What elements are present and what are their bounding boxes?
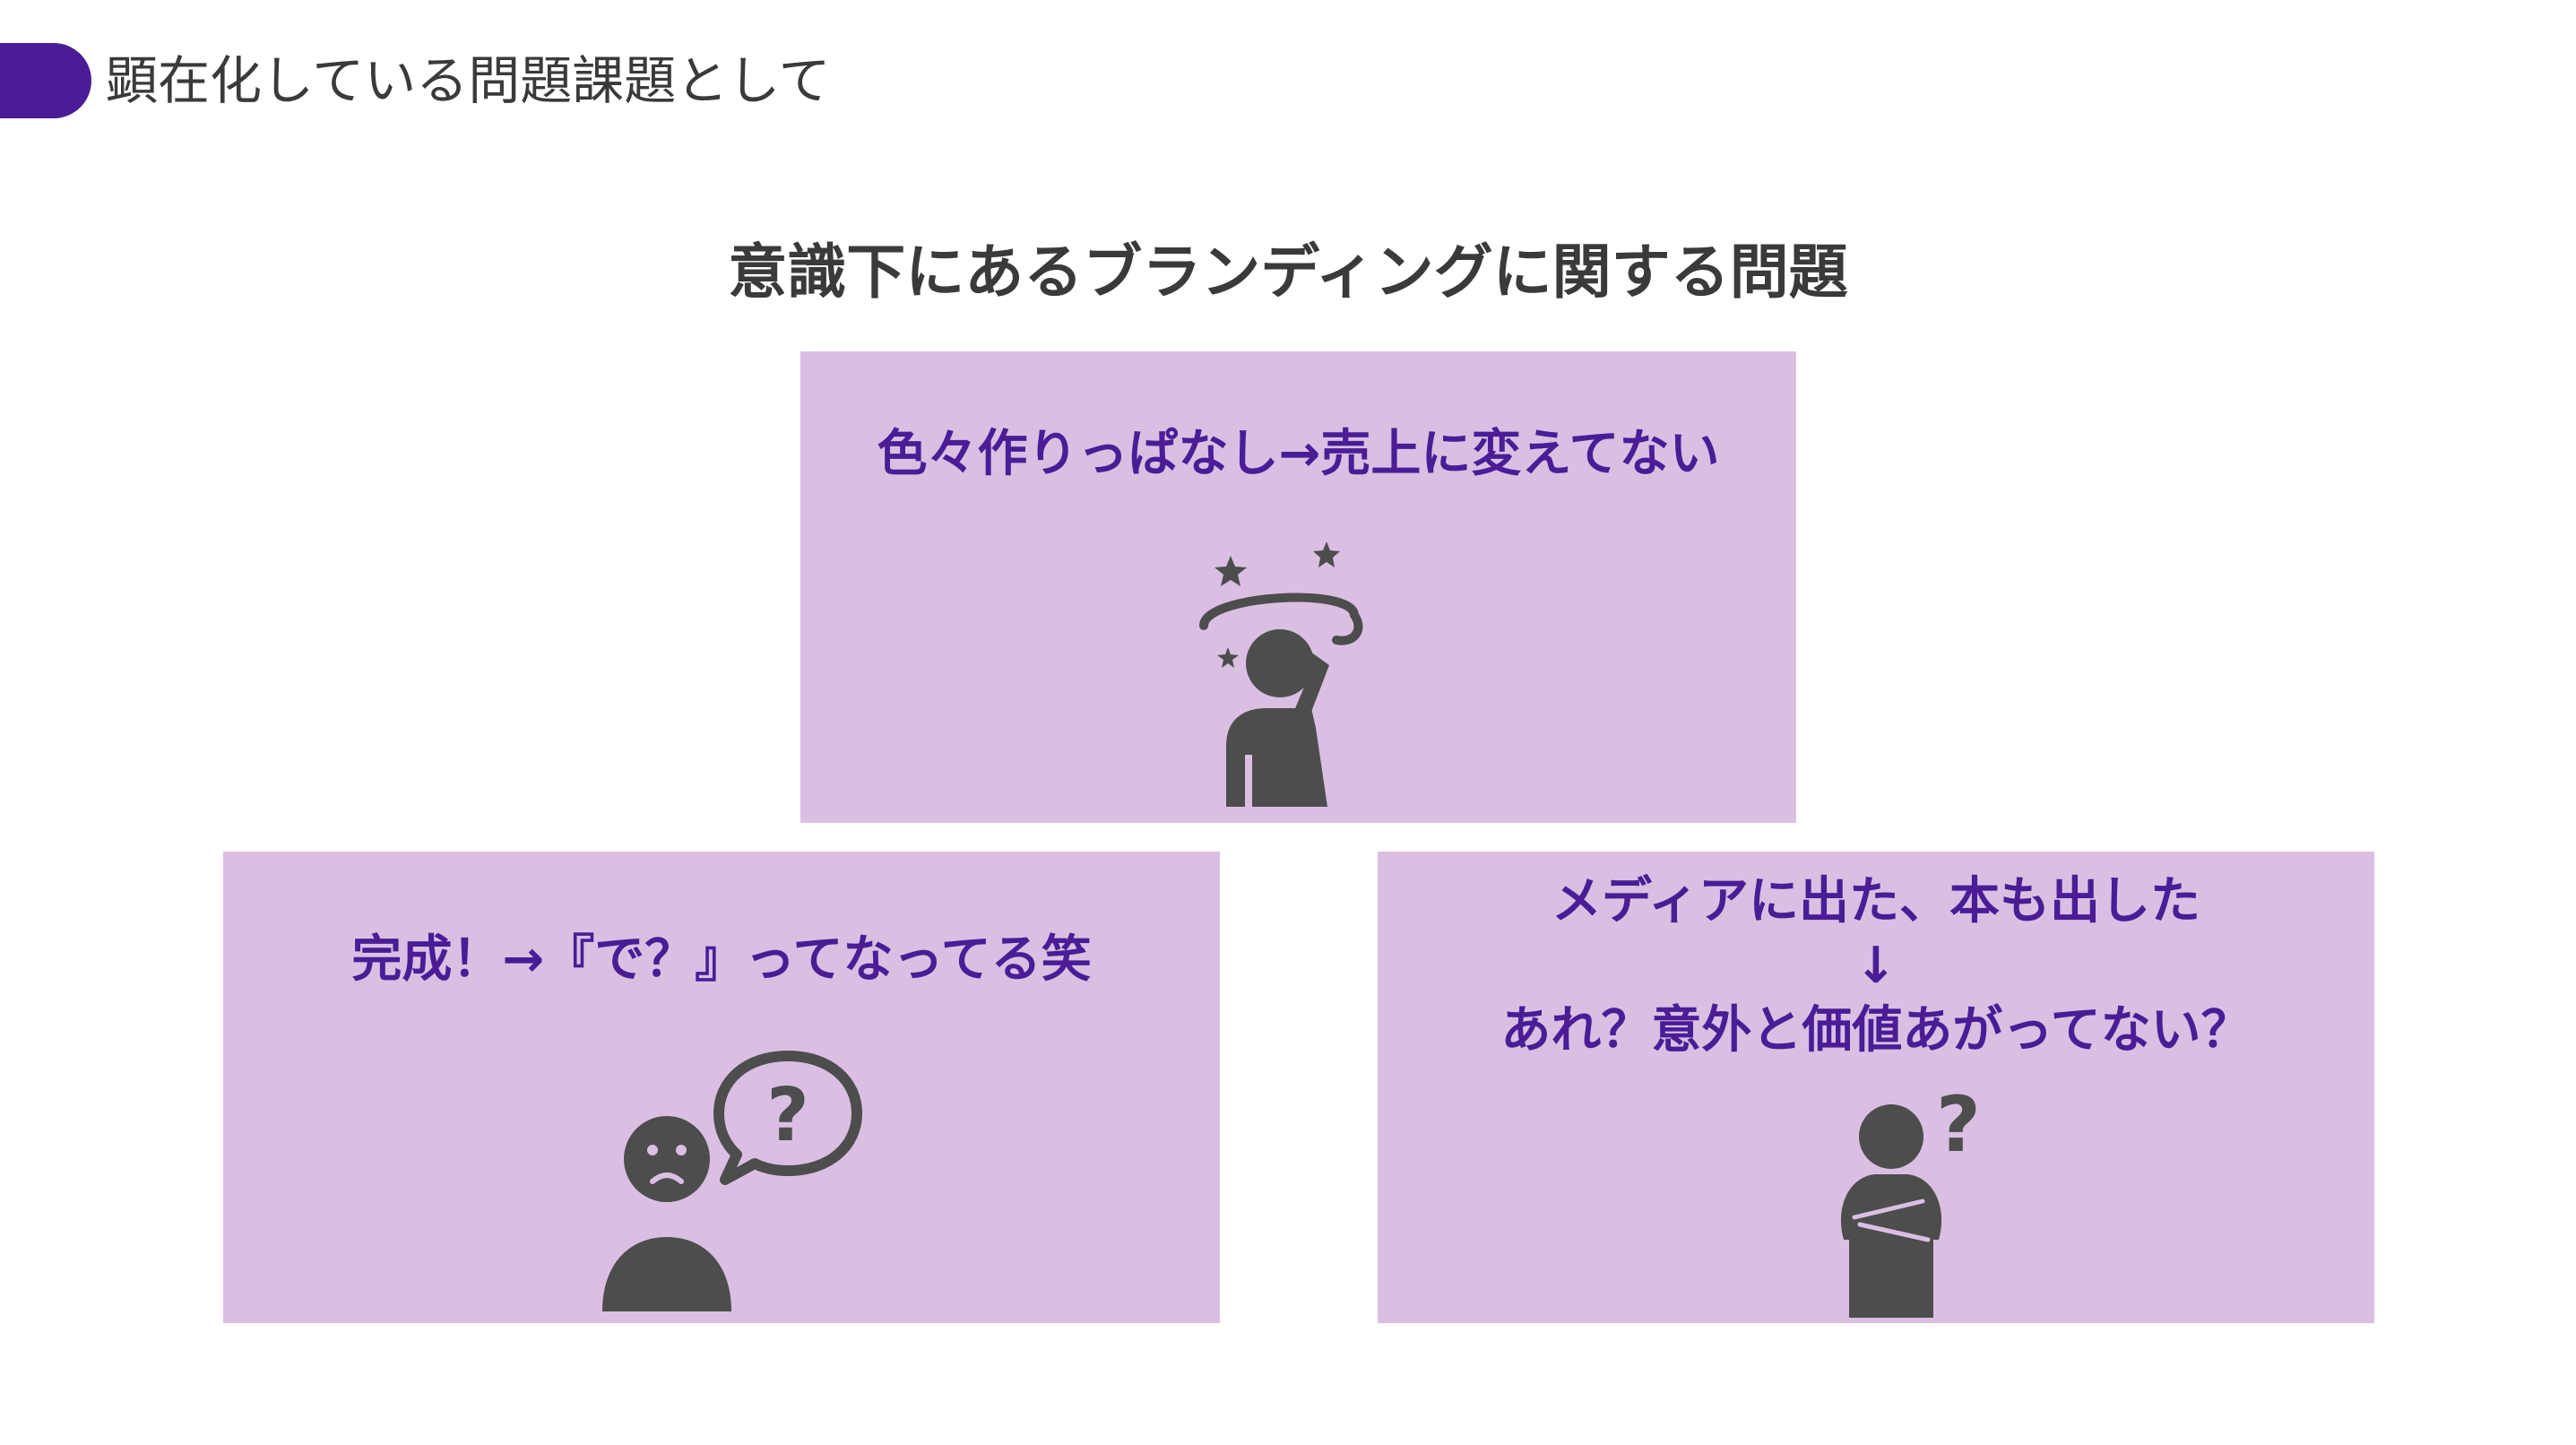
problem-card-right: メディアに出た、本も出した ↓ あれ？意外と価値あがってない？ ? (1378, 852, 2374, 1323)
problem-card-line: メディアに出た、本も出した (1551, 872, 2201, 930)
problem-card-text: 完成！→『で？』ってなってる笑 (223, 929, 1220, 991)
problem-card-line: あれ？意外と価値あがってない？ (1500, 1001, 2252, 1060)
svg-text:?: ? (766, 1073, 809, 1158)
star-icon (1217, 647, 1239, 668)
down-arrow-line: ↓ (1854, 937, 1897, 995)
thinking-person-arms-crossed-icon: ? (1840, 1083, 1981, 1318)
problem-card-text: 色々作りっぱなし→売上に変えてない (800, 423, 1796, 486)
header-accent-pill (0, 43, 91, 118)
confused-person-speech-bubble-icon: ? (602, 1051, 862, 1311)
header-title: 顕在化している問題課題として (106, 50, 831, 111)
main-heading: 意識下にあるブランディングに関する問題 (728, 238, 1848, 307)
star-icon (1215, 556, 1247, 586)
star-icon (1313, 541, 1340, 567)
dizzy-person-icon (1199, 541, 1363, 807)
problem-card-line: 完成！→『で？』ってなってる笑 (351, 930, 1092, 989)
problem-card-top: 色々作りっぱなし→売上に変えてない (800, 351, 1796, 823)
svg-text:?: ? (1936, 1083, 1981, 1170)
problem-card-left: 完成！→『で？』ってなってる笑 ? (223, 852, 1220, 1323)
problem-card-text: メディアに出た、本も出した ↓ あれ？意外と価値あがってない？ (1378, 870, 2374, 1063)
problem-card-line: 色々作りっぱなし→売上に変えてない (877, 425, 1720, 483)
